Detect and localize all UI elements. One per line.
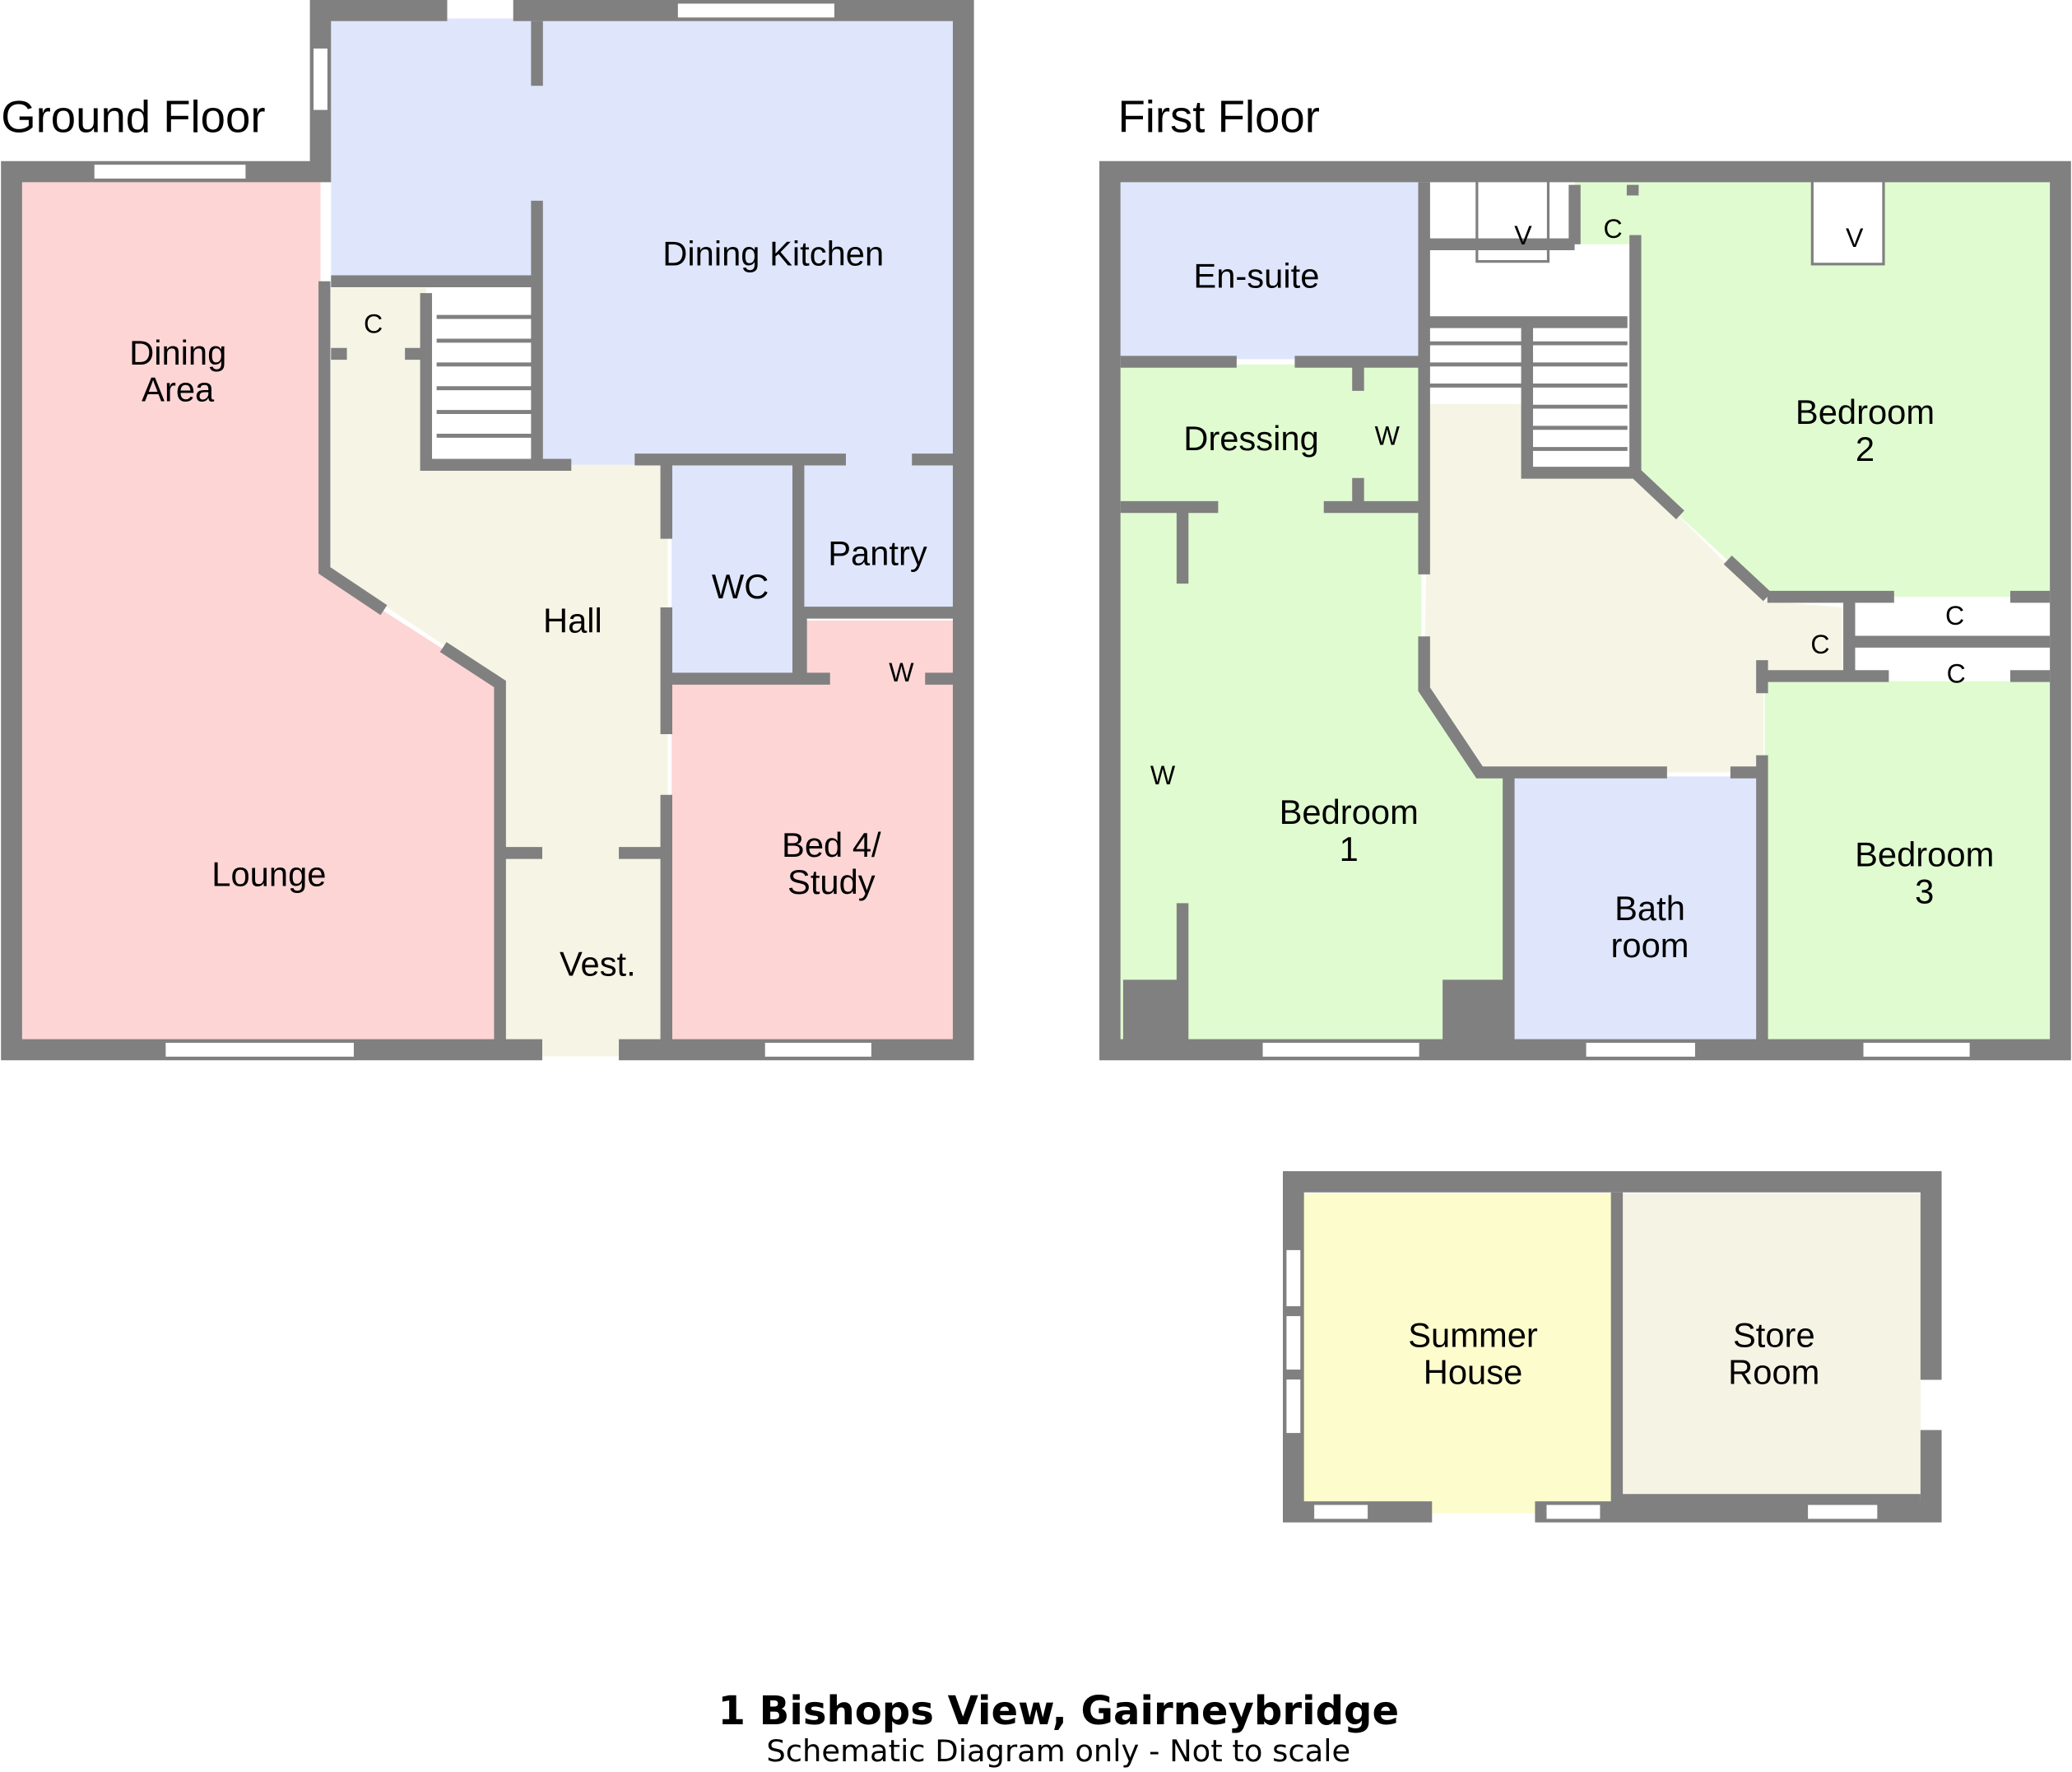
- wc-area: [671, 464, 797, 679]
- ground-floor-heading: Ground Floor: [1, 91, 265, 142]
- window: [311, 46, 330, 112]
- window: [763, 1040, 874, 1059]
- window: [1312, 1503, 1370, 1521]
- label-lounge: Lounge: [211, 855, 326, 894]
- label-cupboard: C: [1604, 214, 1623, 244]
- label-vent: V: [1514, 221, 1532, 250]
- bedroom1-area: [1120, 364, 1509, 1041]
- label-wc: WC: [712, 567, 769, 606]
- window: [1285, 1377, 1303, 1435]
- window: [1584, 1040, 1698, 1059]
- chimney-breast: [1443, 979, 1503, 1041]
- window: [1285, 1314, 1303, 1372]
- label-cupboard: C: [1947, 658, 1966, 688]
- label-wardrobe: W: [889, 658, 914, 687]
- ensuite-area: [1120, 182, 1419, 360]
- label-vent: V: [1846, 223, 1864, 253]
- label-cupboard: C: [1810, 630, 1829, 659]
- landing-area: [1424, 402, 1843, 773]
- bedroom2-area: [1574, 182, 2051, 598]
- label-hall: Hall: [543, 601, 602, 640]
- label-bed4-study: Bed 4/Study: [782, 826, 881, 901]
- chimney-breast: [1122, 979, 1184, 1041]
- label-cupboard: C: [1945, 601, 1964, 630]
- ground-stairs: [434, 293, 532, 463]
- property-title: 1 Bishops View, Gairneybridge: [718, 1688, 1399, 1734]
- window: [1261, 1040, 1422, 1059]
- window: [1861, 1040, 1972, 1059]
- first-floor-heading: First Floor: [1117, 91, 1319, 142]
- hall-area: [331, 287, 668, 1057]
- label-bedroom1-wardrobe: W: [1150, 760, 1176, 790]
- label-dressing: Dressing: [1183, 419, 1319, 458]
- window: [92, 162, 248, 181]
- label-pantry: Pantry: [828, 534, 927, 573]
- first-stairs: [1429, 170, 1885, 465]
- label-cupboard: C: [364, 309, 383, 338]
- window: [676, 2, 837, 20]
- store-room-area: [1619, 1193, 1921, 1500]
- label-dining-kitchen: Dining Kitchen: [662, 234, 884, 272]
- bathroom-area: [1513, 776, 1760, 1041]
- disclaimer: Schematic Diagram only - Not to scale: [766, 1733, 1350, 1769]
- bed4-area: [671, 621, 955, 1041]
- window: [1545, 1503, 1602, 1521]
- first-interior-walls: [1120, 182, 2051, 1041]
- first-floor: First Floor En-suite Dressing W W Bedroo…: [1099, 91, 2071, 1061]
- outbuilding-walls: [1283, 1171, 1942, 1523]
- label-ensuite: En-suite: [1193, 257, 1319, 295]
- bedroom3-area: [1764, 681, 2051, 1041]
- label-dressing-wardrobe: W: [1375, 421, 1401, 451]
- window: [1805, 1503, 1879, 1521]
- window: [1285, 1248, 1303, 1309]
- summer-house-area: [1303, 1193, 1614, 1514]
- window: [163, 1040, 356, 1059]
- ground-interior-walls: [318, 21, 955, 1050]
- lounge-dining-area: [21, 182, 498, 1041]
- label-vestibule: Vest.: [560, 945, 636, 984]
